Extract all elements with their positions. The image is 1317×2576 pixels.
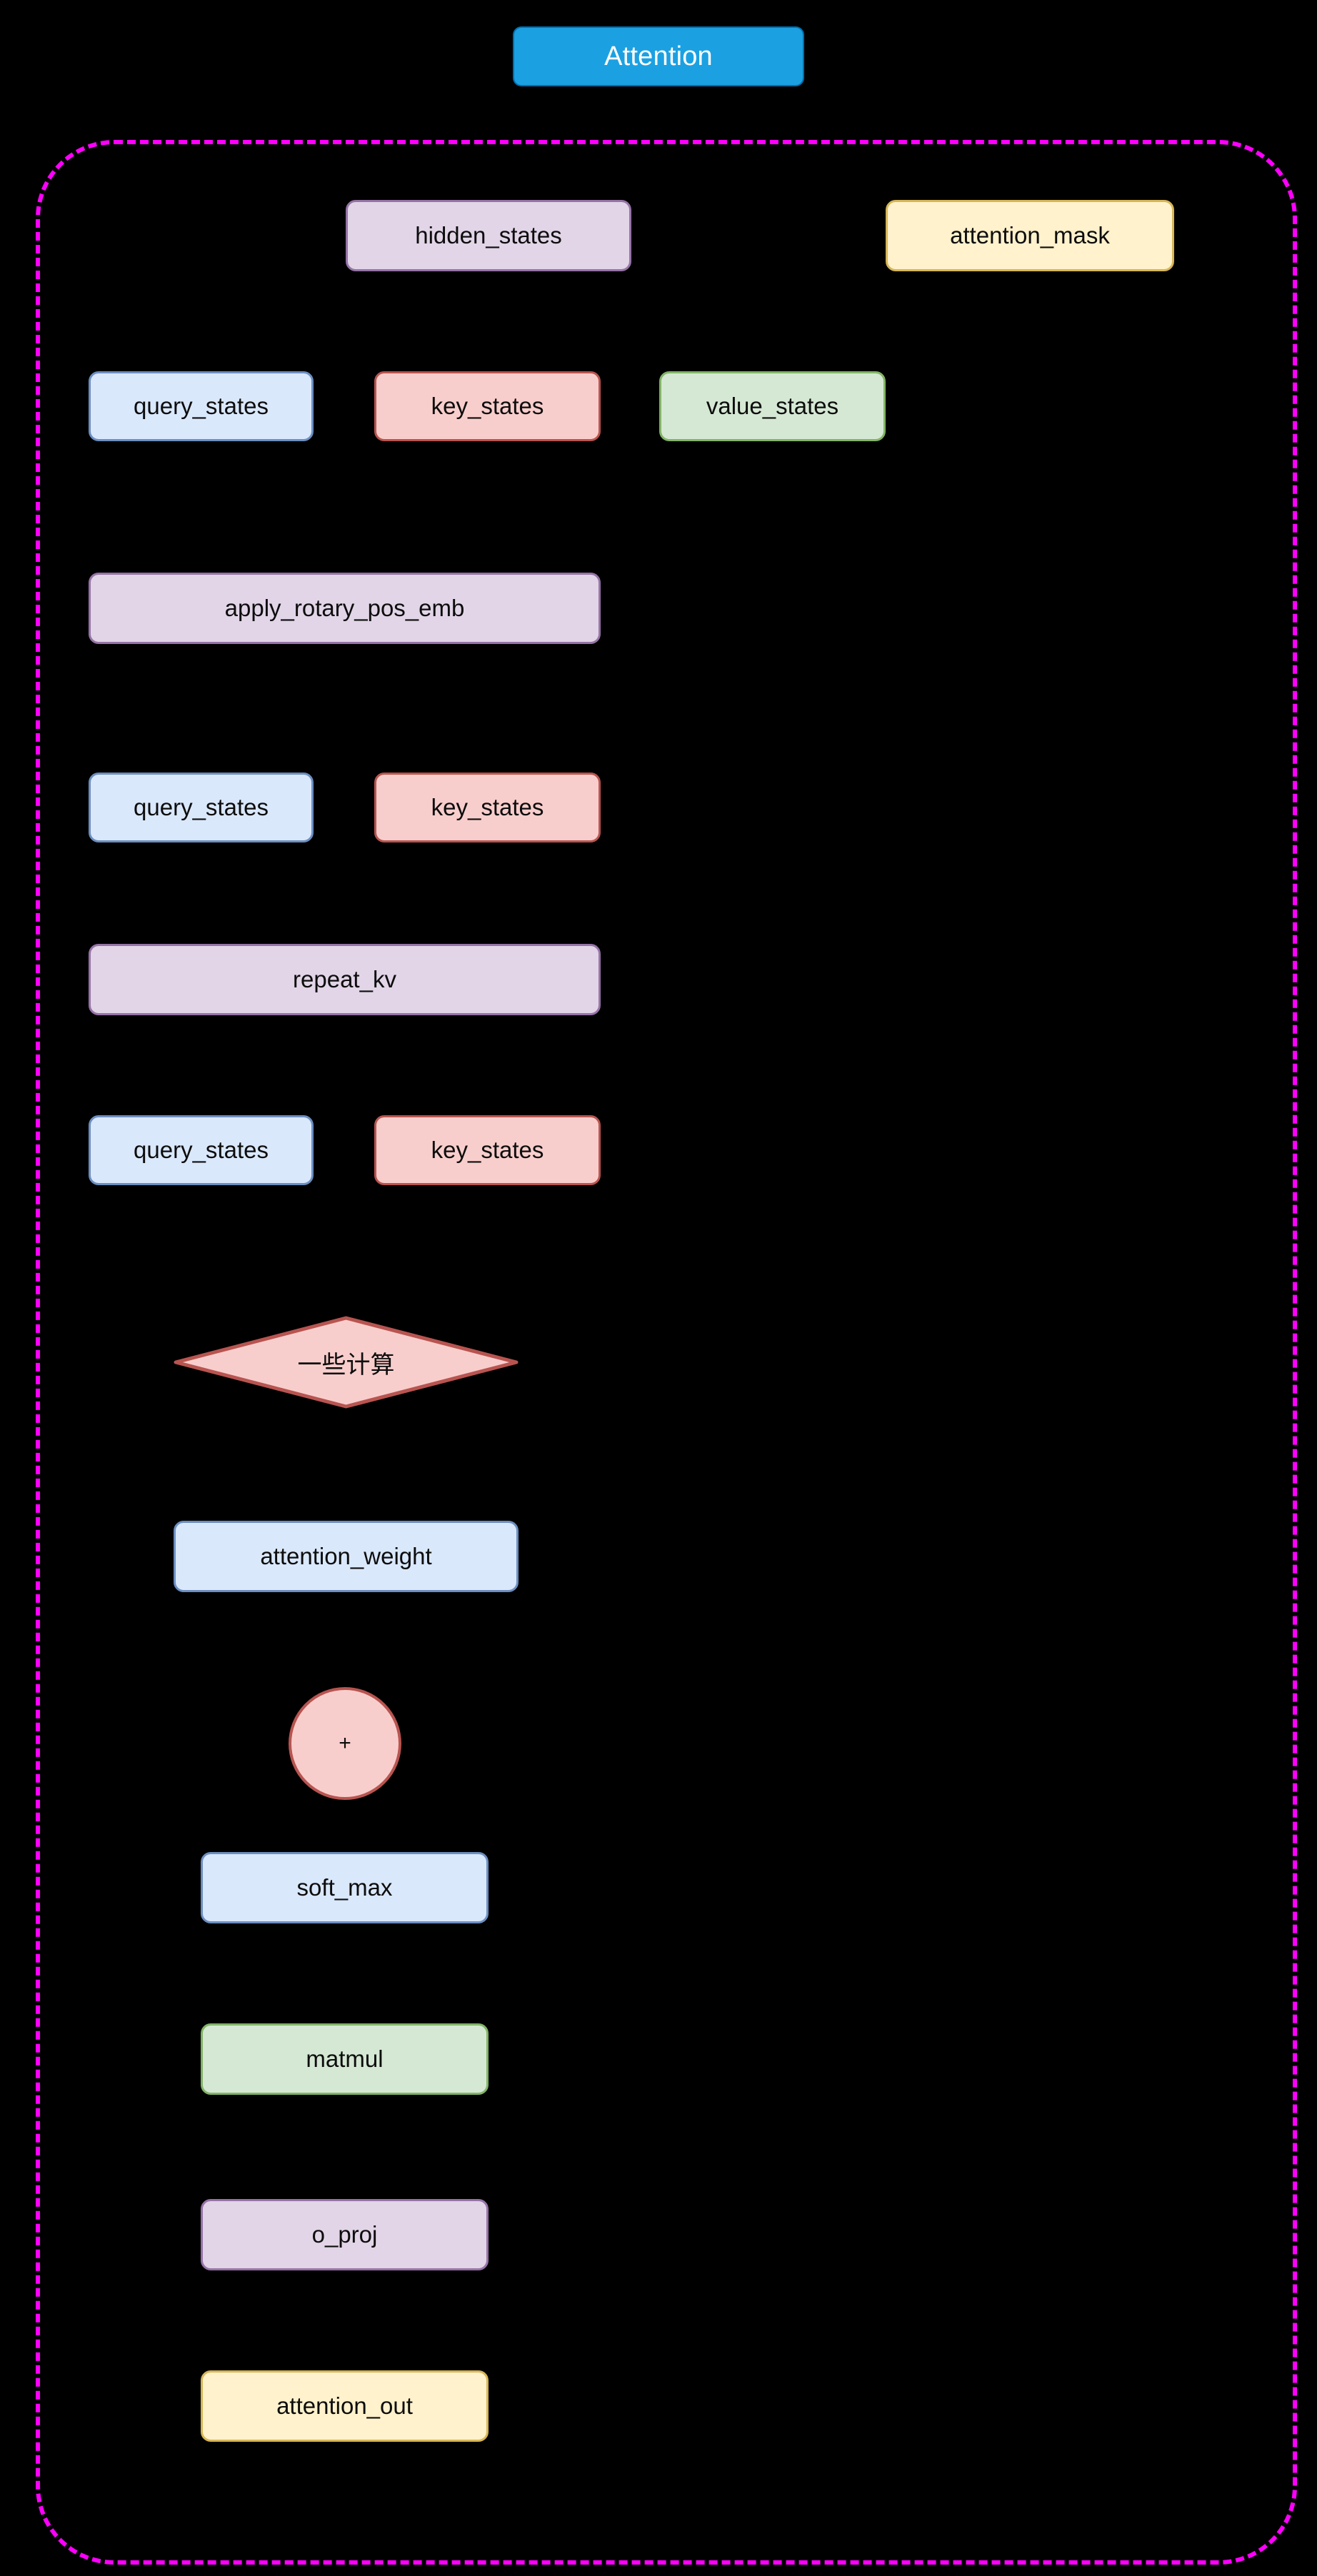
node-attention-out[interactable]: attention_out: [201, 2370, 489, 2442]
node-some-computation[interactable]: 一些计算: [174, 1316, 519, 1409]
node-attention-weight[interactable]: attention_weight: [174, 1521, 519, 1592]
node-value-states[interactable]: value_states: [659, 371, 886, 441]
node-query-states-1[interactable]: query_states: [89, 371, 314, 441]
node-attention-mask[interactable]: attention_mask: [886, 200, 1174, 271]
node-matmul[interactable]: matmul: [201, 2023, 489, 2095]
node-add-operator[interactable]: +: [289, 1687, 401, 1800]
diamond-shape: [174, 1316, 519, 1409]
node-repeat-kv[interactable]: repeat_kv: [89, 944, 601, 1015]
node-key-states-3[interactable]: key_states: [374, 1115, 601, 1185]
node-query-states-3[interactable]: query_states: [89, 1115, 314, 1185]
node-query-states-2[interactable]: query_states: [89, 773, 314, 842]
node-o-proj[interactable]: o_proj: [201, 2199, 489, 2270]
node-key-states-2[interactable]: key_states: [374, 773, 601, 842]
node-soft-max[interactable]: soft_max: [201, 1852, 489, 1923]
diagram-title-attention[interactable]: Attention: [513, 26, 804, 86]
node-key-states-1[interactable]: key_states: [374, 371, 601, 441]
node-hidden-states[interactable]: hidden_states: [346, 200, 631, 271]
node-apply-rotary-pos-emb[interactable]: apply_rotary_pos_emb: [89, 573, 601, 644]
